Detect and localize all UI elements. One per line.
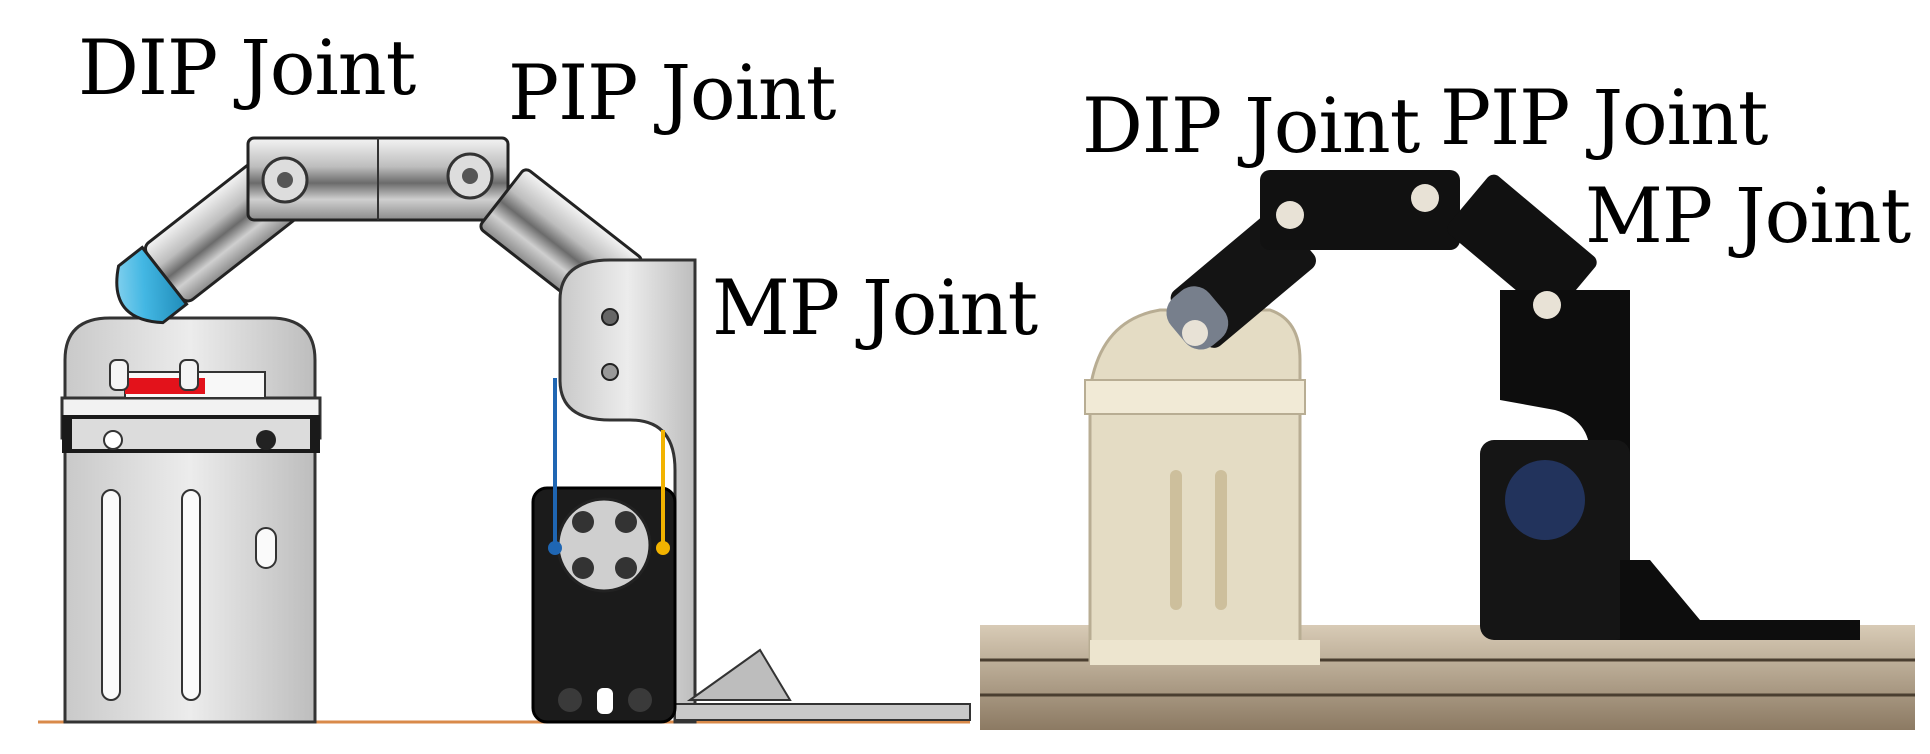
object-bracket bbox=[60, 316, 322, 724]
left-mp-joint-label: MP Joint bbox=[712, 263, 1038, 352]
photo-finger bbox=[1166, 170, 1860, 640]
photo-object-bracket bbox=[1084, 308, 1320, 665]
left-dip-joint-label: DIP Joint bbox=[78, 23, 416, 112]
right-photo bbox=[980, 0, 1915, 735]
tendons bbox=[548, 378, 670, 555]
left-pip-joint-label: PIP Joint bbox=[508, 48, 836, 137]
dip-joint-screw bbox=[261, 156, 309, 204]
pip-joint-screw bbox=[446, 152, 494, 200]
mp-base-plate bbox=[558, 258, 971, 724]
servo-motor bbox=[531, 486, 677, 724]
right-mp-joint-label: MP Joint bbox=[1585, 171, 1911, 260]
right-dip-joint-label: DIP Joint bbox=[1082, 81, 1420, 170]
left-cad-render bbox=[38, 136, 971, 724]
right-pip-joint-label: PIP Joint bbox=[1440, 73, 1768, 162]
